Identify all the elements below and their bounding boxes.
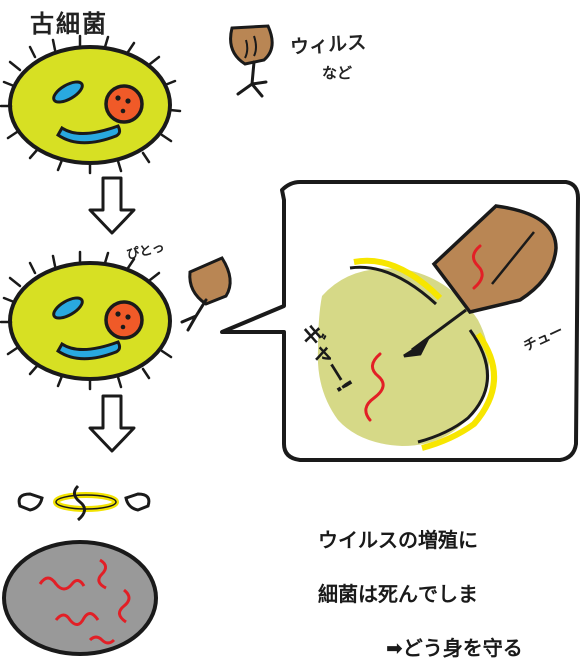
- zoom-bubble: ギャー!: [222, 182, 578, 460]
- caption-line-1: ウイルスの増殖に: [318, 524, 478, 553]
- virus-label: ウィルス: [289, 27, 367, 59]
- archaea-label: 古細菌: [30, 4, 108, 39]
- angel-halo: [19, 486, 149, 520]
- caption-line-3: ➡どう身を守る: [386, 632, 523, 661]
- arrow-down-icon: [90, 178, 134, 233]
- dead-cell: [4, 542, 156, 654]
- arrow-down-icon: [90, 396, 134, 451]
- virus-label-etc: など: [322, 62, 352, 83]
- caption-line-2: 細菌は死んでしま: [318, 578, 478, 607]
- infected-cell: [1, 252, 230, 389]
- healthy-cell: [1, 36, 180, 173]
- virus-legend-icon: [231, 26, 273, 96]
